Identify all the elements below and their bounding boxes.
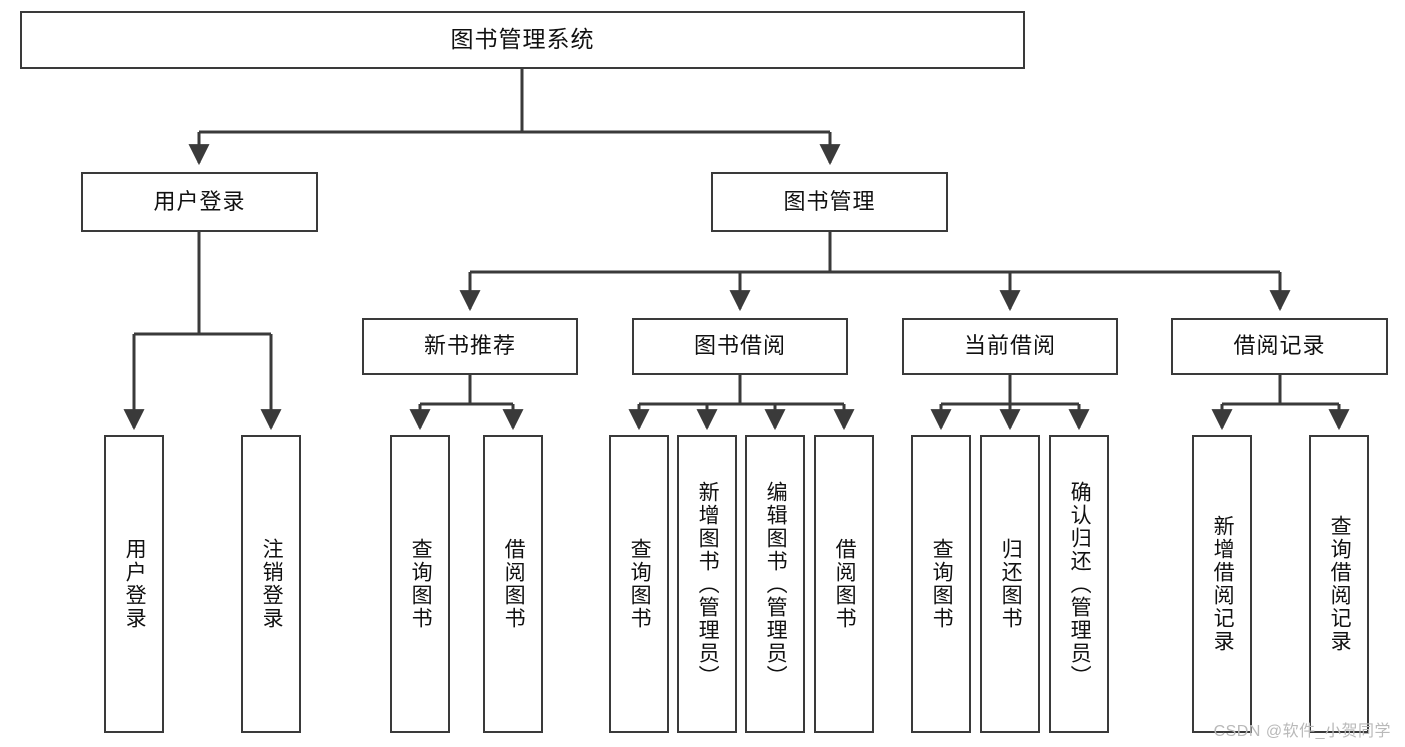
leaf-borrow-record-query[interactable]: 查询借阅记录 <box>1309 435 1369 733</box>
node-current-borrow[interactable]: 当前借阅 <box>902 318 1118 375</box>
node-label: 查询图书 <box>409 538 433 630</box>
leaf-current-borrow-return[interactable]: 归还图书 <box>980 435 1040 733</box>
node-label: 归还图书 <box>999 538 1023 630</box>
node-new-book-recommend[interactable]: 新书推荐 <box>362 318 578 375</box>
node-label: 当前借阅 <box>963 333 1056 359</box>
node-label: 查询借阅记录 <box>1328 515 1352 653</box>
leaf-book-borrow-add-admin[interactable]: 新增图书（管理员） <box>677 435 737 733</box>
node-label: 图书管理系统 <box>450 26 595 53</box>
leaf-new-book-query[interactable]: 查询图书 <box>390 435 450 733</box>
node-label: 图书管理 <box>783 188 876 214</box>
node-label: 图书借阅 <box>693 333 786 359</box>
node-label: 查询图书 <box>930 538 954 630</box>
node-label: 查询图书 <box>628 538 652 630</box>
node-label: 借阅图书 <box>833 538 857 630</box>
leaf-book-borrow-borrow[interactable]: 借阅图书 <box>814 435 874 733</box>
node-label: 新增借阅记录 <box>1211 515 1235 653</box>
node-book-borrow[interactable]: 图书借阅 <box>632 318 848 375</box>
node-root-system[interactable]: 图书管理系统 <box>20 11 1025 69</box>
leaf-current-borrow-query[interactable]: 查询图书 <box>911 435 971 733</box>
node-label: 新增图书（管理员） <box>696 480 720 688</box>
node-label: 新书推荐 <box>423 333 516 359</box>
leaf-new-book-borrow[interactable]: 借阅图书 <box>483 435 543 733</box>
node-label: 编辑图书（管理员） <box>764 480 788 688</box>
node-borrow-record[interactable]: 借阅记录 <box>1171 318 1388 375</box>
csdn-watermark: CSDN @软件_小贺同学 <box>1213 723 1391 740</box>
node-label: 确认归还（管理员） <box>1068 480 1092 688</box>
leaf-current-borrow-confirm-admin[interactable]: 确认归还（管理员） <box>1049 435 1109 733</box>
node-user-login[interactable]: 用户登录 <box>81 172 318 232</box>
leaf-book-borrow-edit-admin[interactable]: 编辑图书（管理员） <box>745 435 805 733</box>
leaf-user-login-logout[interactable]: 注销登录 <box>241 435 301 733</box>
node-label: 借阅图书 <box>502 538 526 630</box>
node-label: 借阅记录 <box>1233 333 1326 359</box>
leaf-borrow-record-add[interactable]: 新增借阅记录 <box>1192 435 1252 733</box>
node-label: 注销登录 <box>260 538 284 630</box>
node-label: 用户登录 <box>123 538 147 630</box>
node-label: 用户登录 <box>153 188 246 214</box>
node-book-management[interactable]: 图书管理 <box>711 172 948 232</box>
leaf-user-login-login[interactable]: 用户登录 <box>104 435 164 733</box>
leaf-book-borrow-query[interactable]: 查询图书 <box>609 435 669 733</box>
